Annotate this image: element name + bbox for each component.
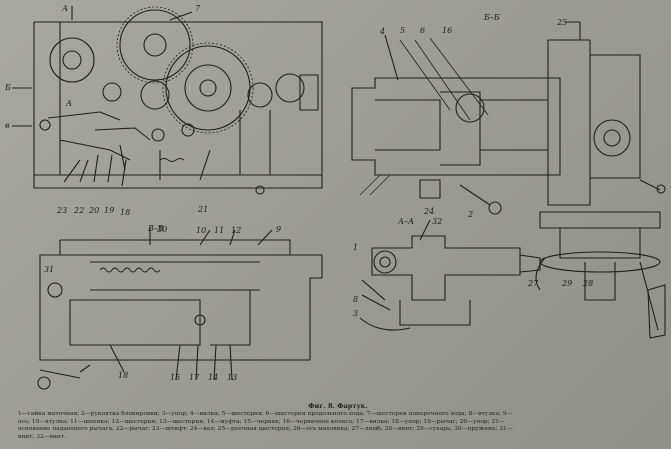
callout-2: 2 xyxy=(468,210,474,219)
caption-line: основание падающего рычага; 22—рычаг; 23… xyxy=(18,426,513,433)
section-label-aa: А–А xyxy=(398,217,415,226)
main-view xyxy=(12,6,323,195)
callout-18: 18 xyxy=(120,208,131,217)
callout-15: 15 xyxy=(170,373,181,382)
callout-1: 1 xyxy=(353,243,359,252)
section-aa-view xyxy=(359,219,541,331)
callout-14: 14 xyxy=(208,373,219,382)
caption-line: ось; 10—втулка; 11—шпонка; 12—шестерня; … xyxy=(18,418,505,425)
callout-16: 16 xyxy=(442,26,453,35)
callout-8: 8 xyxy=(353,295,359,304)
section-mark-b: Б xyxy=(5,83,11,92)
callout-32: 32 xyxy=(432,217,443,226)
callout-5: 5 xyxy=(400,26,406,35)
callout-10: 10 xyxy=(196,226,207,235)
figure-title: Фиг. 8. Фартук. xyxy=(308,402,368,410)
callout-13: 13 xyxy=(227,373,238,382)
section-bb-view xyxy=(351,21,666,215)
section-label-bb: Б–Б xyxy=(484,13,500,22)
callout-21: 21 xyxy=(198,205,209,214)
section-mark-v: в xyxy=(5,121,10,130)
caption-line: винт; 32—винт. xyxy=(18,433,66,440)
callout-28: 28 xyxy=(583,279,594,288)
section-mark-a-mid: А xyxy=(66,99,73,108)
callout-30: 30 xyxy=(157,225,168,234)
figure-caption: Фиг. 8. Фартук. 1—гайка маточная; 2—руко… xyxy=(18,402,658,441)
callout-24: 24 xyxy=(424,207,435,216)
callout-17: 17 xyxy=(189,373,200,382)
caption-line: 1—гайка маточная; 2—рукоятка блокировки;… xyxy=(18,411,513,418)
section-label-vv: В–В xyxy=(148,224,164,233)
callout-3: 3 xyxy=(353,309,359,318)
callout-18-lower: 18 xyxy=(118,371,129,380)
callout-12: 12 xyxy=(231,226,242,235)
callout-11: 11 xyxy=(214,226,225,235)
callout-29: 29 xyxy=(562,279,573,288)
callout-25: 25 xyxy=(557,18,568,27)
callout-31: 31 xyxy=(44,265,55,274)
callout-6: 6 xyxy=(420,26,426,35)
callout-4: 4 xyxy=(380,27,386,36)
callout-19: 19 xyxy=(104,206,115,215)
handwheel-view xyxy=(535,211,666,339)
callout-23: 23 xyxy=(57,206,68,215)
callout-27: 27 xyxy=(528,279,539,288)
callout-22: 22 xyxy=(74,206,85,215)
callout-9: 9 xyxy=(276,225,282,234)
section-vv-view xyxy=(37,228,323,390)
callout-7: 7 xyxy=(195,4,201,13)
section-mark-a-top: А xyxy=(62,4,69,13)
callout-20: 20 xyxy=(89,206,100,215)
